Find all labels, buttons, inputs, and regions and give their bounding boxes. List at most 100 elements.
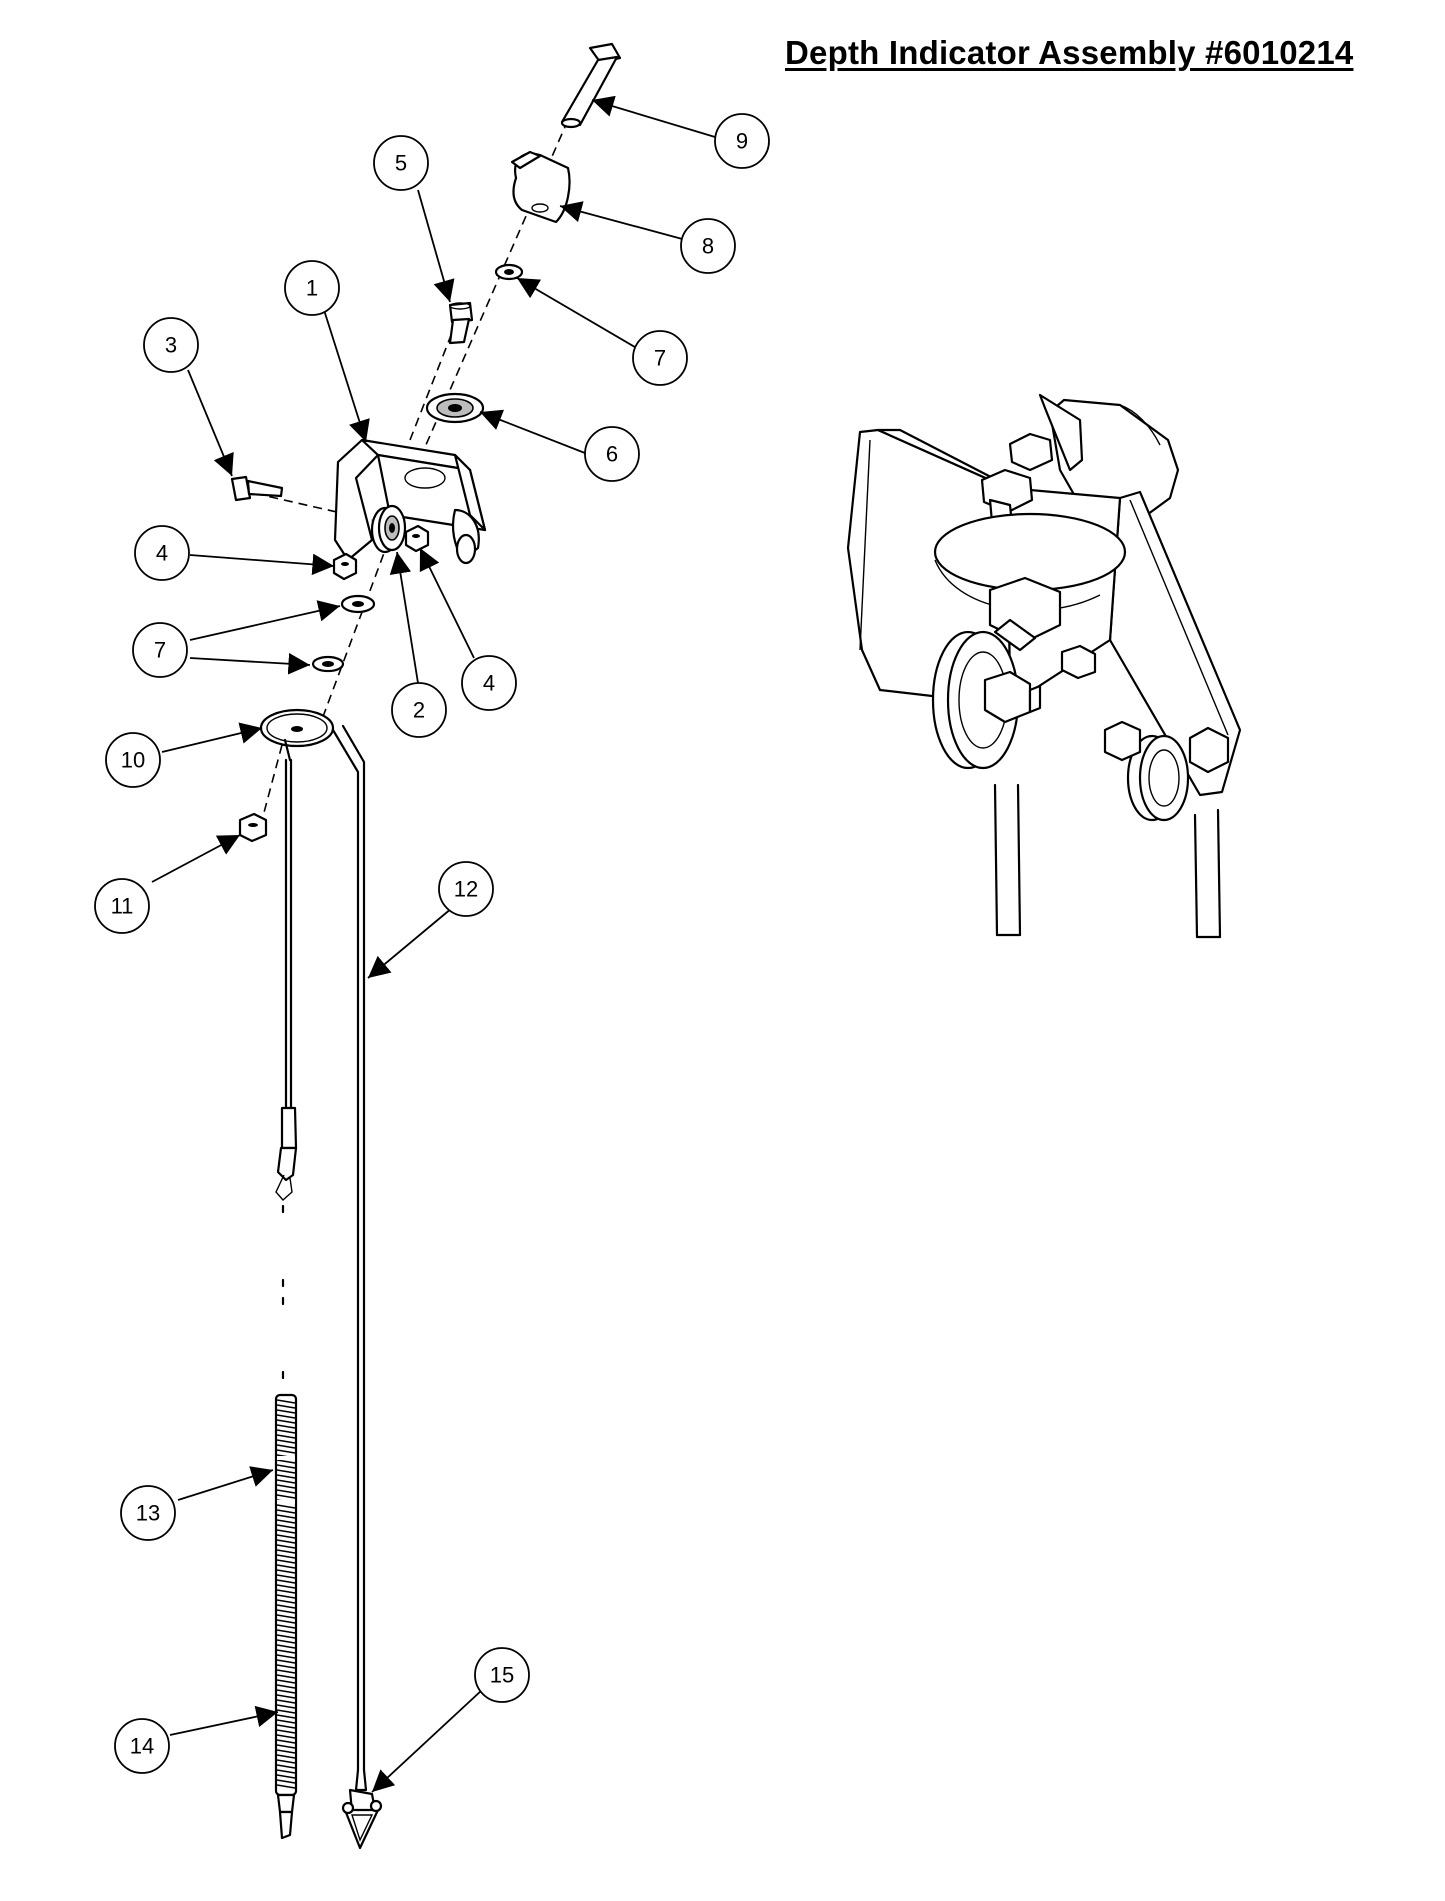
spring-coil [276,1559,296,1564]
spring-coil [276,1699,296,1704]
callout-3-label: 3 [165,333,177,358]
spring-coil [276,1669,296,1674]
part-2-pulley [370,504,407,554]
indicator-cable [275,758,298,1380]
part-4-nut-left [332,552,358,581]
spring-coil [276,1439,296,1444]
spring-coil [276,1539,296,1544]
spring-coil [276,1414,296,1419]
spring-coil [276,1634,296,1639]
spring-coil [276,1759,296,1764]
spring-coil [276,1529,296,1534]
part-3-bolt [230,475,284,502]
spring-coil [276,1589,296,1594]
part-7-washer-middle [340,594,376,614]
callout-12-label: 12 [454,877,478,902]
part-14-spring-end [276,1793,296,1840]
callout-10-label: 10 [121,748,145,773]
spring-coil [276,1409,296,1414]
spring-coil [276,1764,296,1769]
spring-coil [276,1424,296,1429]
spring-coil [276,1449,296,1454]
spring-coil [276,1629,296,1634]
callout-15: 15 [474,1647,530,1703]
spring-coil [276,1744,296,1749]
spring-coil [276,1689,296,1694]
spring-coil [276,1704,296,1709]
spring-coil [276,1739,296,1744]
callout-4-left: 4 [134,525,190,581]
part-8-pointer-collar [510,150,571,224]
spring-coil [276,1459,296,1464]
spring-coil [276,1754,296,1759]
spring-coil [276,1479,296,1484]
spring-coil [276,1604,296,1609]
spring-coil [276,1779,296,1784]
callout-13-label: 13 [136,1501,160,1526]
spring-coil [276,1654,296,1659]
callout-6: 6 [584,426,640,482]
part-13-spring [274,1393,298,1797]
spring-coil [276,1399,296,1404]
spring-coil [276,1484,296,1489]
spring-coil [276,1714,296,1719]
part-9-bolt [560,42,622,129]
callout-4-right-label: 4 [483,671,495,696]
spring-coil [276,1419,296,1424]
part-7-washer-lower [311,655,345,673]
spring-coil [276,1474,296,1479]
spring-coil [276,1724,296,1729]
spring-coil [276,1674,296,1679]
callout-9: 9 [714,113,770,169]
spring-coil [276,1614,296,1619]
callout-11-label: 11 [111,894,134,919]
spring-coil [276,1679,296,1684]
spring-coil [276,1619,296,1624]
spring-coil [276,1584,296,1589]
spring-coil [276,1464,296,1469]
spring-coil [276,1659,296,1664]
spring-coil [276,1509,296,1514]
spring-coil [276,1599,296,1604]
drawing-title: Depth Indicator Assembly #6010214 [785,34,1354,71]
callout-2: 2 [391,682,447,738]
spring-coil [276,1649,296,1654]
spring-coil [276,1684,296,1689]
spring-coil [276,1579,296,1584]
callout-10: 10 [105,732,161,788]
leader-lines [151,95,726,1793]
spring-coil [276,1544,296,1549]
spring-coil [276,1769,296,1774]
spring-coil [276,1519,296,1524]
callout-8: 8 [680,218,736,274]
spring-coil [276,1729,296,1734]
spring-coil [276,1719,296,1724]
callout-7-top: 7 [632,330,688,386]
detail-view-assembled [846,393,1242,939]
callout-9-label: 9 [736,129,748,154]
spring-coil [276,1524,296,1529]
spring-coil [276,1489,296,1494]
callout-14-label: 14 [130,1734,154,1759]
callout-2-label: 2 [413,698,425,723]
callout-7-top-label: 7 [654,346,666,371]
spring-coil [276,1644,296,1649]
spring-coil [276,1574,296,1579]
spring-coil [276,1639,296,1644]
part-7-washer-upper [494,263,524,281]
spring-coil [276,1549,296,1554]
spring-coil [276,1444,296,1449]
spring-coil [276,1749,296,1754]
spring-coil [276,1569,296,1574]
part-6-bearing [425,392,485,424]
spring-coil [276,1504,296,1509]
callout-3: 3 [143,317,199,373]
part-15-snap-hook [341,1788,383,1850]
callout-6-label: 6 [606,442,618,467]
part-4-nut-right [404,524,430,553]
spring-coil [276,1624,296,1629]
callout-13: 13 [120,1485,176,1541]
callout-15-label: 15 [490,1663,514,1688]
